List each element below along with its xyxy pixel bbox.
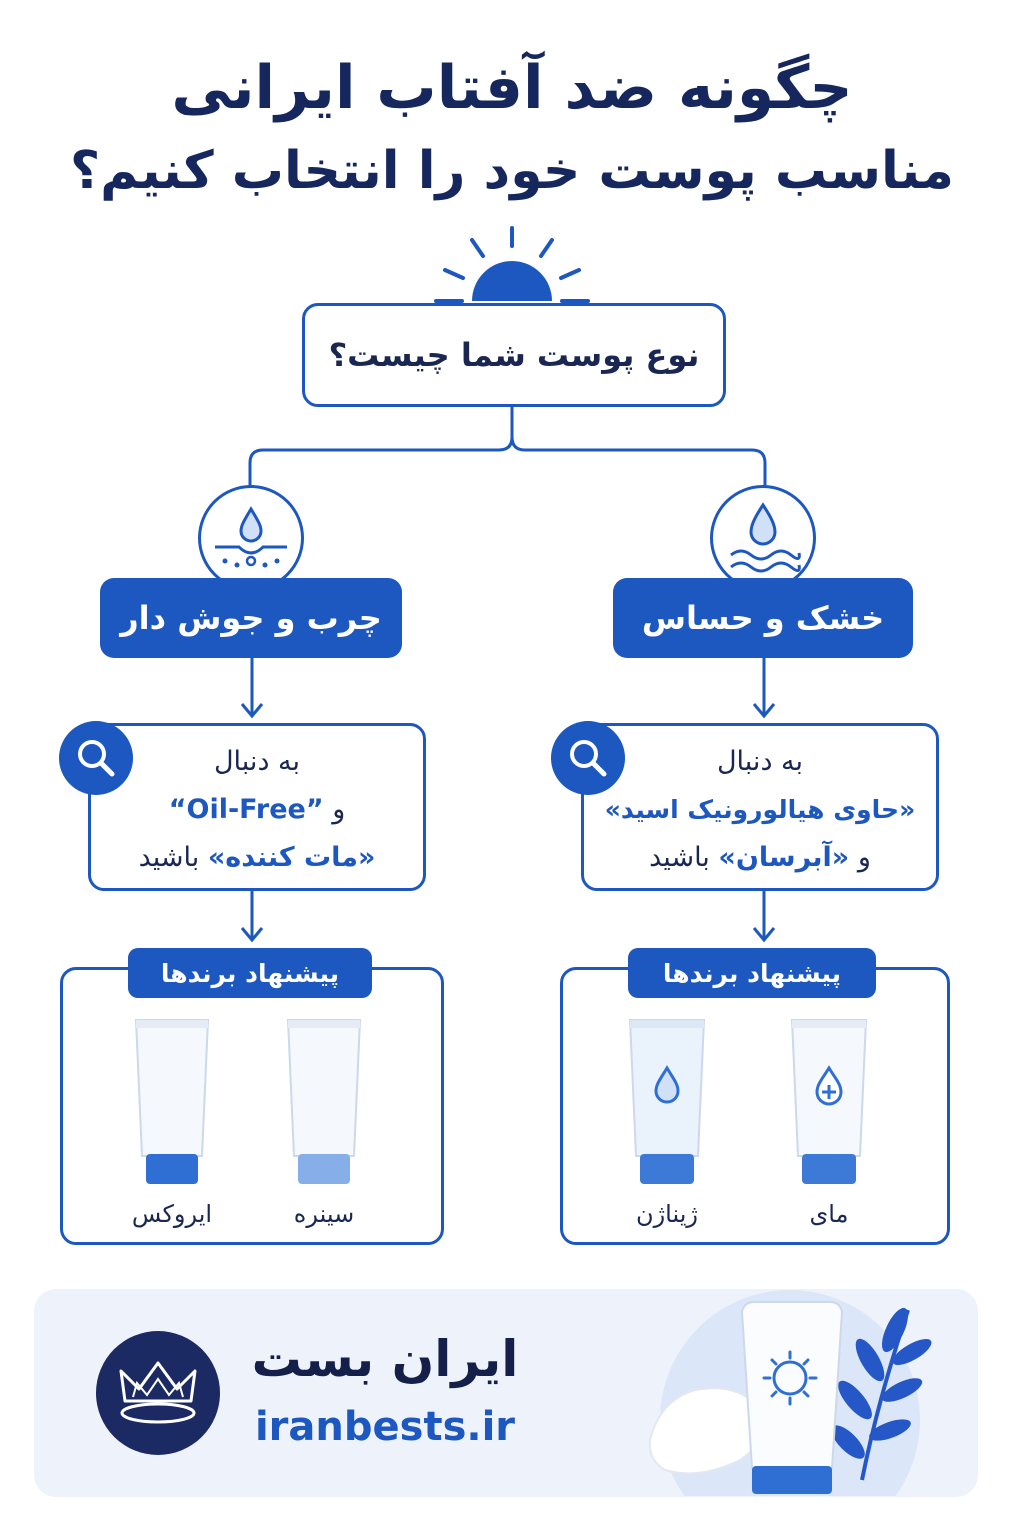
advice-line: «مات کننده» باشید — [138, 842, 376, 873]
leaf-icon — [831, 1307, 932, 1481]
question-text: نوع پوست شما چیست؟ — [328, 336, 700, 374]
brand-name: سینره — [293, 1200, 355, 1228]
brand-name: مای — [809, 1200, 849, 1228]
advice-line: و “Oil-Free” — [168, 794, 346, 825]
oily-brands-title: پیشنهاد برندها — [128, 948, 372, 998]
sunscreen-tube-icon — [134, 1019, 210, 1184]
dry-advice-box: به دنبال «حاوی هیالورونیک اسید» و «آبرسا… — [581, 723, 939, 891]
skin-type-question: نوع پوست شما چیست؟ — [302, 303, 726, 407]
water-drop-wave-icon — [710, 485, 816, 591]
hydrating-highlight: «آبرسان» — [718, 842, 850, 873]
sunscreen-tube-icon — [286, 1019, 362, 1184]
mat-highlight: «مات کننده» — [207, 842, 376, 873]
brand-name: ژیناژن — [635, 1200, 699, 1228]
page-subtitle: مناسب پوست خود را انتخاب کنیم؟ — [70, 141, 954, 201]
oily-advice-box: به دنبال و “Oil-Free” «مات کننده» باشید — [88, 723, 426, 891]
crown-icon — [96, 1331, 220, 1455]
dry-brands-title: پیشنهاد برندها — [628, 948, 876, 998]
skin-pore-drop-icon — [198, 485, 304, 591]
search-icon — [59, 721, 133, 795]
advice-line: و «آبرسان» باشید — [649, 842, 871, 873]
advice-line: به دنبال — [213, 746, 301, 777]
oil-free-highlight: “Oil-Free” — [168, 794, 324, 825]
page-title: چگونه ضد آفتاب ایرانی — [171, 53, 853, 123]
sunscreen-illustration — [648, 1290, 932, 1496]
sun-icon — [434, 226, 590, 303]
advice-line: «حاوی هیالورونیک اسید» — [604, 795, 916, 824]
sunscreen-tube-icon — [628, 1019, 706, 1184]
branch-dry-label: خشک و حساس — [613, 578, 913, 658]
sunscreen-tube-icon — [790, 1019, 868, 1184]
footer-brand-name: ایران بست — [251, 1330, 519, 1388]
footer-url[interactable]: iranbests.ir — [254, 1404, 516, 1450]
sunscreen-tube-icon — [740, 1301, 844, 1494]
brand-name: ایروکس — [131, 1200, 213, 1228]
advice-line: به دنبال — [716, 746, 804, 777]
branch-oily-label: چرب و جوش دار — [100, 578, 402, 658]
search-icon — [551, 721, 625, 795]
